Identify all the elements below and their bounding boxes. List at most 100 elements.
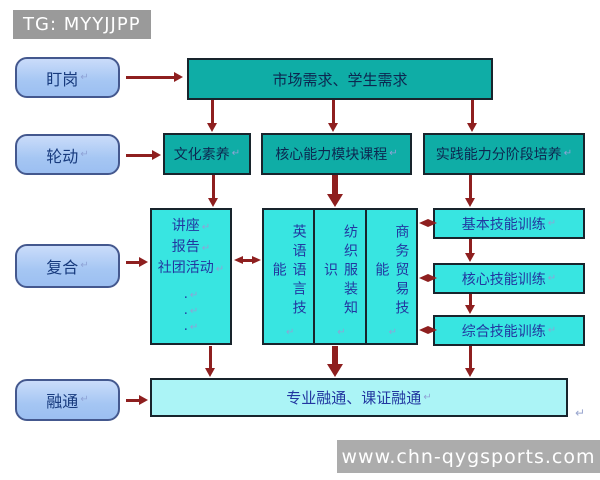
arrowhead-down-icon	[205, 368, 215, 377]
arrowhead-down-icon	[465, 198, 475, 207]
arrowhead-left-icon	[234, 256, 243, 264]
pill-rongtong: 融通↵	[15, 379, 120, 421]
box-core-module-courses-label: 核心能力模块课程	[275, 147, 388, 163]
skills-column-label: 纺织服装知识	[322, 224, 358, 319]
arrowhead-down-icon	[467, 123, 477, 132]
pill-fuhe-label: 复合	[46, 258, 79, 277]
return-mark-icon: ↵	[80, 71, 89, 83]
arrowhead-left-icon	[419, 326, 428, 334]
tg-badge: TG: MYYJJPP	[13, 10, 151, 39]
arrowhead-right-icon	[428, 326, 437, 334]
arrow-activities-skills-bidirectional	[234, 255, 261, 265]
arrow-core-to-comprehensive-training	[465, 294, 475, 314]
activities-line-label: 社团活动	[157, 260, 214, 276]
box-comprehensive-skill-training: 综合技能训练↵	[433, 315, 585, 346]
return-mark-icon: ↵	[284, 327, 296, 343]
box-integration-label: 专业融通、课证融通	[286, 389, 422, 407]
pill-dinggang-label: 盯岗	[46, 69, 79, 89]
return-mark-icon: ↵	[547, 217, 557, 229]
box-market-demand: 市场需求、学生需求	[187, 58, 493, 100]
arrow-skills-basic-bidirectional	[419, 218, 437, 228]
box-integration: 专业融通、课证融通↵	[150, 378, 568, 417]
activities-line: 社团活动↵	[158, 258, 224, 279]
skills-column-label: 商务贸易技能	[373, 224, 410, 319]
pill-fuhe: 复合↵	[15, 244, 120, 288]
box-practice-staged-training: 实践能力分阶段培养↵	[423, 133, 585, 175]
return-mark-icon: ↵	[80, 260, 89, 271]
activities-line-label: 讲座	[171, 218, 200, 234]
return-mark-icon: ↵	[189, 322, 199, 333]
arrowhead-down-icon	[465, 253, 475, 262]
arrow-skills-core-bidirectional	[419, 273, 437, 283]
arrow-market-to-culture	[207, 100, 217, 132]
arrowhead-down-icon	[465, 305, 475, 314]
arrowhead-right-icon	[152, 150, 161, 160]
arrow-comprehensive-to-integration	[465, 346, 475, 377]
activities-line: 讲座↵	[172, 216, 210, 237]
arrow-core-module-to-skills	[327, 175, 343, 207]
box-basic-skill-training-label: 基本技能训练	[461, 216, 546, 233]
arrow-lundong-to-culture	[126, 149, 161, 161]
arrowhead-right-icon	[174, 72, 183, 82]
return-mark-icon: ↵	[389, 148, 398, 159]
return-mark-icon: ↵	[547, 272, 557, 284]
arrowhead-right-icon	[428, 219, 437, 227]
skills-column-business: 商务贸易技能 ↵	[364, 210, 416, 343]
pill-lundong-label: 轮动	[46, 146, 79, 166]
arrowhead-down-icon	[465, 368, 475, 377]
pill-rongtong-label: 融通	[46, 392, 79, 411]
arrow-market-to-practice	[467, 100, 477, 132]
return-mark-icon: ↵	[231, 148, 241, 159]
arrow-culture-to-activities	[208, 175, 218, 207]
dot-label: .	[183, 287, 188, 302]
box-core-skill-training: 核心技能训练↵	[433, 263, 585, 294]
pill-lundong: 轮动↵	[15, 134, 120, 175]
return-mark-icon: ↵	[80, 394, 89, 405]
return-mark-icon: ↵	[201, 222, 211, 233]
arrow-fuhe-to-activities	[126, 256, 148, 268]
arrow-dinggang-to-market	[126, 71, 183, 83]
return-mark-icon: ↵	[547, 324, 557, 336]
dot-label: .	[183, 319, 188, 334]
activities-dot-row: .↵	[184, 303, 199, 319]
return-mark-icon: ↵	[215, 264, 225, 275]
arrow-practice-to-basic-training	[465, 175, 475, 207]
arrowhead-down-icon	[207, 123, 217, 132]
watermark-label: www.chn-qygsports.com	[341, 445, 596, 468]
arrowhead-down-icon	[327, 194, 343, 207]
activities-line: 报告↵	[172, 237, 210, 258]
box-practice-staged-training-label: 实践能力分阶段培养	[435, 147, 562, 163]
arrowhead-left-icon	[419, 274, 428, 282]
return-mark-icon: ↵	[563, 148, 573, 159]
box-culture-quality: 文化素养↵	[163, 133, 251, 175]
box-activities: 讲座↵ 报告↵ 社团活动↵ .↵ .↵ .↵	[150, 208, 232, 345]
box-core-skill-training-label: 核心技能训练	[461, 271, 546, 288]
arrow-skills-to-integration	[327, 346, 343, 377]
arrow-skills-comprehensive-bidirectional	[419, 325, 437, 335]
arrowhead-down-icon	[328, 123, 338, 132]
return-mark-icon: ↵	[80, 148, 89, 160]
return-mark-icon: ↵	[575, 406, 586, 420]
box-culture-quality-label: 文化素养	[173, 147, 230, 163]
activities-dot-row: .↵	[184, 319, 199, 335]
arrowhead-right-icon	[139, 395, 148, 405]
arrow-basic-to-core-training	[465, 239, 475, 262]
watermark: www.chn-qygsports.com	[337, 440, 600, 473]
arrow-rongtong-to-integration	[126, 394, 148, 406]
arrowhead-right-icon	[252, 256, 261, 264]
return-mark-icon: ↵	[387, 327, 399, 343]
arrowhead-down-icon	[327, 364, 343, 377]
box-market-demand-label: 市场需求、学生需求	[272, 70, 408, 89]
skills-column-english: 英语语言技能 ↵	[264, 210, 313, 343]
activities-dot-row: .↵	[184, 287, 199, 303]
arrowhead-right-icon	[428, 274, 437, 282]
arrowhead-left-icon	[419, 219, 428, 227]
skills-column-textile: 纺织服装知识↵	[313, 210, 364, 343]
activities-line-label: 报告	[171, 239, 200, 255]
return-mark-icon: ↵	[189, 290, 199, 301]
box-core-module-courses: 核心能力模块课程↵	[261, 133, 412, 175]
return-mark-icon: ↵	[423, 391, 432, 403]
box-skills-columns: 英语语言技能 ↵ 纺织服装知识↵ 商务贸易技能 ↵	[262, 208, 418, 345]
skills-column-label: 英语语言技能	[270, 224, 307, 319]
